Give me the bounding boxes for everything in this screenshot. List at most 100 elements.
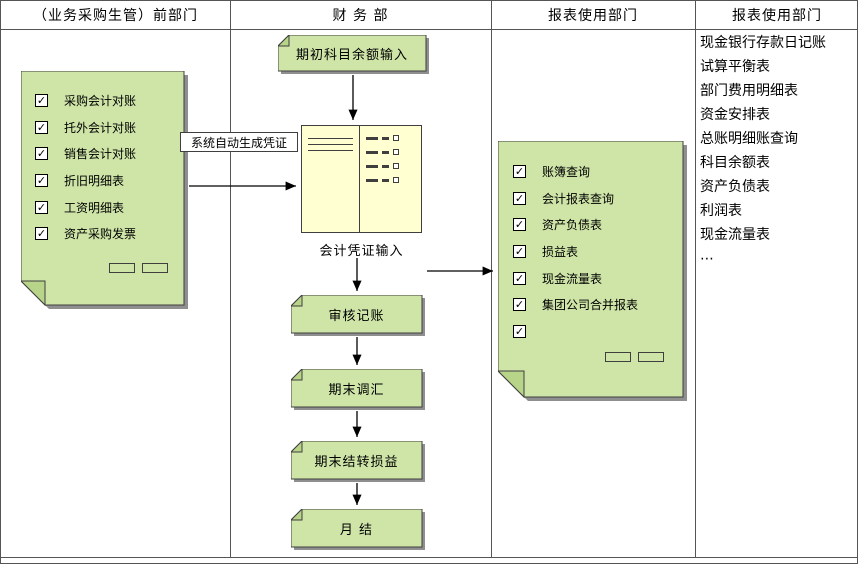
lane-header-front-dept: （业务采购生管）前部门 <box>33 8 198 24</box>
checked-checkbox-icon: ✓ <box>513 191 526 205</box>
form-row-marks <box>366 163 399 169</box>
report-list-item: 现金流量表 <box>700 227 770 243</box>
note-button-placeholder <box>605 352 631 362</box>
opening-balance-node: 期初科目余额输入 <box>278 35 430 75</box>
checklist-item: ✓ 账簿查询 <box>513 158 638 185</box>
lane-divider <box>491 1 492 558</box>
note-button-placeholder <box>638 352 664 362</box>
card-shape <box>291 441 425 482</box>
checked-checkbox-icon: ✓ <box>513 218 526 232</box>
note-body <box>21 71 185 306</box>
checked-checkbox-icon: ✓ <box>513 324 526 338</box>
form-text-line <box>308 150 353 151</box>
checklist-item: ✓ 资产负债表 <box>513 211 638 238</box>
checklist-item: ✓ <box>513 318 638 345</box>
opening-balance-label: 期初科目余额输入 <box>295 47 408 63</box>
checklist-item: ✓ 现金流量表 <box>513 265 638 292</box>
checked-checkbox-icon: ✓ <box>35 227 48 241</box>
front-dept-checklist-note: ✓ 采购会计对账 ✓ 托外会计对账 ✓ 销售会计对账 ✓ 折旧明细表 ✓ 工资明… <box>21 71 188 309</box>
report-list-item: 部门费用明细表 <box>700 83 798 99</box>
checklist-item: ✓ 托外会计对账 <box>35 114 136 141</box>
checklist-item: ✓ 销售会计对账 <box>35 140 136 167</box>
checklist-item: ✓ 折旧明细表 <box>35 167 136 194</box>
checklist-item: ✓ 采购会计对账 <box>35 87 136 114</box>
lane-header-report-dept-2: 报表使用部门 <box>732 8 822 24</box>
auto-voucher-label: 系统自动生成凭证 <box>180 132 298 152</box>
checked-checkbox-icon: ✓ <box>35 120 48 134</box>
lane-header-finance-dept: 财 务 部 <box>332 8 389 24</box>
lane-divider <box>695 1 696 558</box>
card-shape <box>291 509 425 550</box>
checklist-item-label: 集团公司合并报表 <box>542 298 639 313</box>
checked-checkbox-icon: ✓ <box>513 271 526 285</box>
form-text-line <box>308 138 353 139</box>
report-name-list: 现金银行存款日记账 试算平衡表 部门费用明细表 资金安排表 总账明细账查询 科目… <box>700 31 857 271</box>
header-divider <box>1 29 857 30</box>
form-row-marks <box>366 177 399 183</box>
checked-checkbox-icon: ✓ <box>513 298 526 312</box>
step-label: 期末结转损益 <box>314 454 399 470</box>
checklist-item-label: 会计报表查询 <box>542 191 615 206</box>
checklist-item: ✓ 工资明细表 <box>35 194 136 221</box>
report-list-item: 资金安排表 <box>700 107 770 123</box>
checked-checkbox-icon: ✓ <box>35 147 48 161</box>
note-body <box>498 141 684 398</box>
card-fold <box>291 369 303 381</box>
card-fold <box>278 35 290 47</box>
step-node-audit-posting: 审核记账 <box>291 295 426 337</box>
step-label: 期末调汇 <box>328 382 385 398</box>
note-button-placeholder <box>142 263 168 273</box>
card-fold <box>291 441 303 453</box>
checklist-item-label: 折旧明细表 <box>64 173 125 188</box>
checked-checkbox-icon: ✓ <box>35 173 48 187</box>
card-fold <box>291 295 303 307</box>
form-text-line <box>308 144 353 145</box>
checklist-item-label: 损益表 <box>542 244 579 259</box>
card-shape <box>278 35 429 74</box>
checklist-item-label: 工资明细表 <box>64 200 125 215</box>
checklist-item: ✓ 损益表 <box>513 238 638 265</box>
report-dept-checklist-note: ✓ 账簿查询 ✓ 会计报表查询 ✓ 资产负债表 ✓ 损益表 ✓ 现金流量表 ✓ … <box>498 141 688 402</box>
lane-divider <box>230 1 231 558</box>
step-node-period-end-transfer: 期末结转损益 <box>291 441 426 483</box>
report-list-item: 试算平衡表 <box>700 59 770 75</box>
checked-checkbox-icon: ✓ <box>35 200 48 214</box>
checked-checkbox-icon: ✓ <box>513 244 526 258</box>
checklist-item-label: 现金流量表 <box>542 271 603 286</box>
report-list-item: 利润表 <box>700 203 742 219</box>
checklist-item-label: 销售会计对账 <box>64 147 137 162</box>
checklist-item-label: 采购会计对账 <box>64 93 137 108</box>
checklist-item-label: 资产负债表 <box>542 218 603 233</box>
voucher-form-graphic <box>301 125 422 233</box>
lane-header-report-dept-1: 报表使用部门 <box>548 8 638 24</box>
frame-bottom-line <box>1 557 857 558</box>
card-shape <box>291 295 425 336</box>
report-list-item: 资产负债表 <box>700 179 770 195</box>
card-fold <box>291 509 303 521</box>
step-node-period-end-revaluation: 期末调汇 <box>291 369 426 411</box>
checked-checkbox-icon: ✓ <box>513 164 526 178</box>
checklist-item: ✓ 会计报表查询 <box>513 185 638 212</box>
card-shape <box>291 369 425 410</box>
front-checklist-rows: ✓ 采购会计对账 ✓ 托外会计对账 ✓ 销售会计对账 ✓ 折旧明细表 ✓ 工资明… <box>35 87 136 247</box>
checklist-item-label: 账簿查询 <box>542 164 591 179</box>
checklist-item: ✓ 资产采购发票 <box>35 220 136 247</box>
step-label: 月 结 <box>339 522 374 538</box>
form-row-marks <box>366 149 399 155</box>
checklist-item-label: 托外会计对账 <box>64 120 137 135</box>
report-list-item: 现金银行存款日记账 <box>700 35 826 51</box>
report-checklist-rows: ✓ 账簿查询 ✓ 会计报表查询 ✓ 资产负债表 ✓ 损益表 ✓ 现金流量表 ✓ … <box>513 158 638 345</box>
report-list-item: 科目余额表 <box>700 155 770 171</box>
note-fold <box>498 370 525 399</box>
form-divider-line <box>359 126 360 232</box>
checklist-item-label: 资产采购发票 <box>64 227 137 242</box>
report-list-item: 总账明细账查询 <box>700 131 798 147</box>
step-label: 审核记账 <box>328 308 385 324</box>
note-shape <box>498 141 687 401</box>
form-row-marks <box>366 135 399 141</box>
note-button-placeholder <box>109 263 135 273</box>
report-list-item: ⋯ <box>700 251 714 267</box>
checklist-item: ✓ 集团公司合并报表 <box>513 291 638 318</box>
